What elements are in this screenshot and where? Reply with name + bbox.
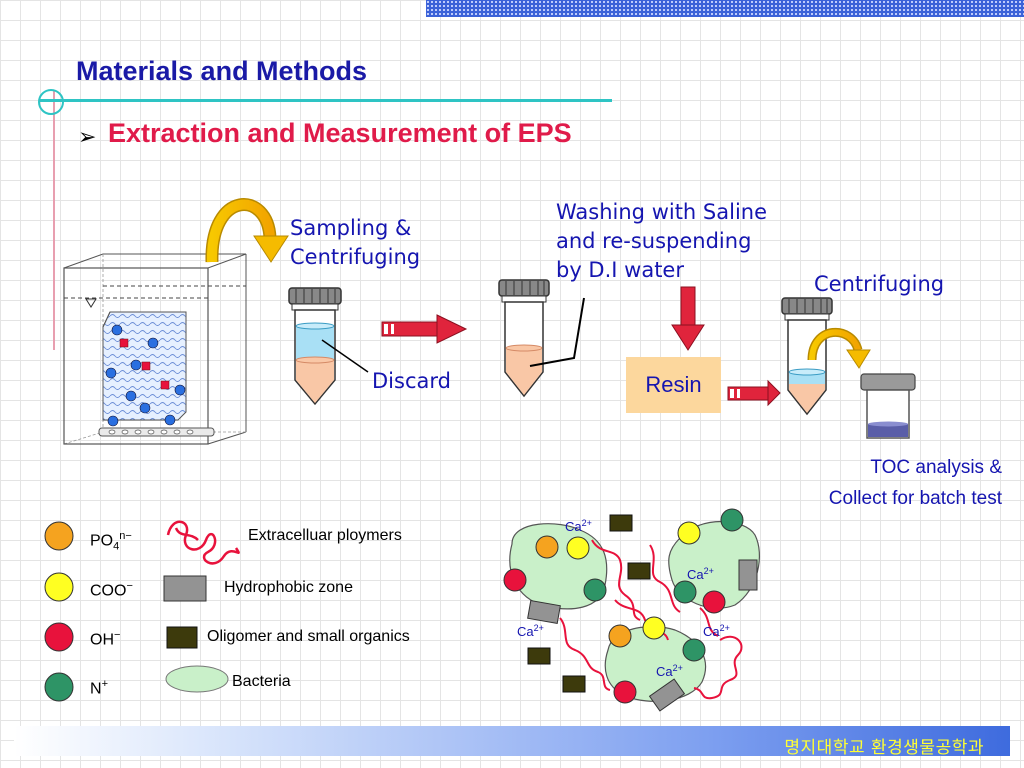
bullet-arrow-icon: ➢ <box>78 124 97 149</box>
title-circle-ornament <box>38 89 64 115</box>
svg-text:Ca2+: Ca2+ <box>517 623 544 639</box>
toc-analysis-label: TOC analysis &Collect for batch test <box>828 457 1002 509</box>
legend-bacteria: Bacteria <box>232 673 291 690</box>
page-title: Materials and Methods <box>76 56 368 86</box>
centrifuging-label: Centrifuging <box>814 272 945 296</box>
washing-pointer-line <box>529 297 585 367</box>
footer-text: 명지대학교 환경생물공학과 <box>784 738 984 758</box>
polymer-coil-icon <box>166 520 240 565</box>
svg-text:Ca2+: Ca2+ <box>565 518 592 534</box>
centrifuge-tube-2 <box>498 279 550 398</box>
toc-vial <box>860 373 916 439</box>
title-underline <box>40 99 612 102</box>
po4-ion-icon <box>44 521 74 551</box>
membrane-particles <box>105 324 186 427</box>
resin-label: Resin <box>645 372 702 397</box>
centrifuge-tube-3 <box>781 297 833 416</box>
legend-oligomer: Oligomer and small organics <box>207 628 410 645</box>
discard-label: Discard <box>372 369 451 393</box>
legend-ion-po4: PO4n− <box>90 530 132 553</box>
oligomer-icon <box>166 626 198 649</box>
coo-ion-icon <box>44 572 74 602</box>
top-decorative-band <box>426 0 1024 17</box>
svg-text:Ca2+: Ca2+ <box>656 663 683 679</box>
svg-text:Ca2+: Ca2+ <box>687 566 714 582</box>
sampling-label: Sampling &Centrifuging <box>290 216 421 269</box>
eps-structure-diagram: Ca2+ Ca2+ Ca2+ Ca2+ Ca2+ <box>503 508 761 712</box>
section-subtitle: Extraction and Measurement of EPS <box>108 118 572 148</box>
transfer-bend-arrow-icon <box>807 327 871 369</box>
resin-box <box>626 357 721 413</box>
legend-hydrophobic: Hydrophobic zone <box>224 579 353 596</box>
n-ion-icon <box>44 672 74 702</box>
red-down-arrow-icon <box>671 286 705 351</box>
red-arrow-2-icon <box>727 379 781 407</box>
legend-polymers: Extracelluar ploymers <box>248 527 402 544</box>
left-vertical-rule <box>53 90 55 350</box>
reactor-tank <box>63 253 247 445</box>
sampling-bend-arrow-icon <box>205 198 289 263</box>
hydrophobic-zone-icon <box>163 575 207 602</box>
legend-ion-oh: OH− <box>90 629 121 649</box>
legend-ion-coo: COO− <box>90 580 133 600</box>
discard-pointer-line <box>321 339 369 373</box>
bacteria-icon <box>165 665 229 693</box>
centrifuge-tube-1 <box>288 287 342 406</box>
red-arrow-1-icon <box>381 314 468 344</box>
svg-text:Ca2+: Ca2+ <box>703 623 730 639</box>
oh-ion-icon <box>44 622 74 652</box>
legend-ion-n: N+ <box>90 678 108 698</box>
water-level-icon <box>85 298 97 308</box>
footer-band <box>14 726 1010 756</box>
